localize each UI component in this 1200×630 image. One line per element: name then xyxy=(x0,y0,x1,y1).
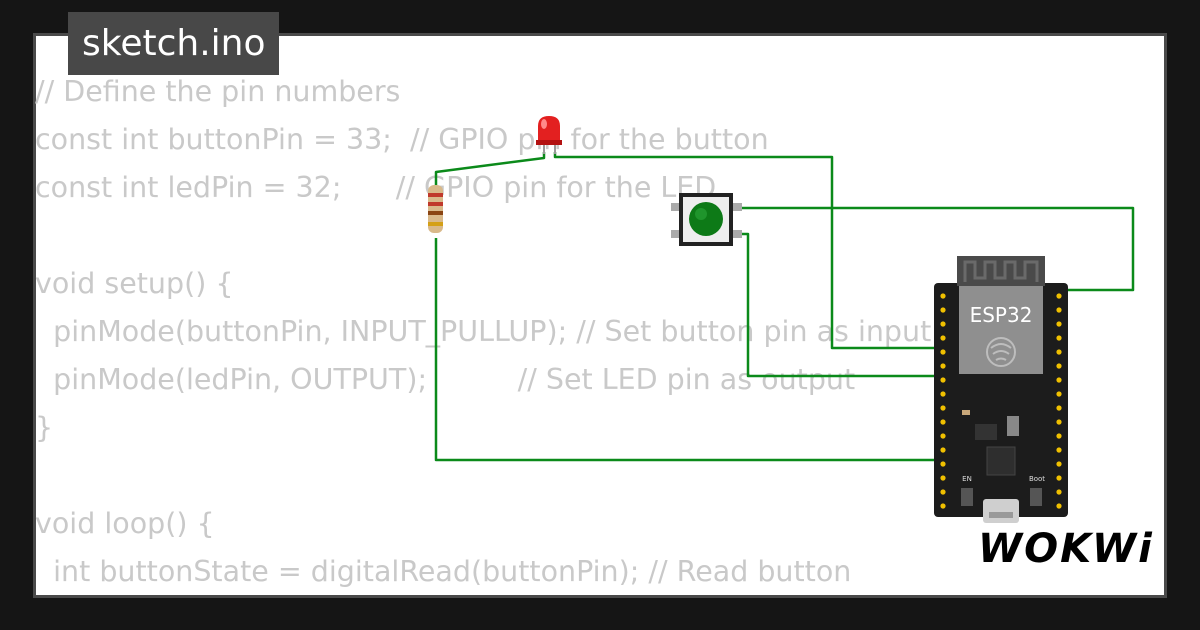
file-tab-title[interactable]: sketch.ino xyxy=(68,12,280,75)
wire-resistor-gpio xyxy=(434,238,945,462)
right-pin-header xyxy=(1056,293,1062,509)
wire-led-anode xyxy=(553,152,945,350)
wifi-logo-icon xyxy=(990,343,1012,361)
resistor-icon[interactable] xyxy=(428,185,443,233)
code-line: } xyxy=(35,411,54,444)
wires xyxy=(434,152,1135,462)
code-line: void loop() { xyxy=(35,507,215,540)
esp32-board-icon[interactable]: ESP32 EN Boot xyxy=(934,256,1068,523)
wire-led-cathode xyxy=(434,152,546,185)
en-label: EN xyxy=(962,475,972,483)
code-line: int buttonState = digitalRead(buttonPin)… xyxy=(35,555,852,588)
code-line: pinMode(ledPin, OUTPUT); // Set LED pin … xyxy=(35,363,856,396)
board-label: ESP32 xyxy=(970,303,1033,327)
code-line: void setup() { xyxy=(35,267,234,300)
pushbutton-icon[interactable] xyxy=(671,193,742,246)
left-pin-header xyxy=(940,293,946,509)
wire-button-gpio xyxy=(742,232,945,378)
boot-label: Boot xyxy=(1029,475,1045,483)
wokwi-logo: WOKWi xyxy=(978,526,1154,572)
code-line: pinMode(buttonPin, INPUT_PULLUP); // Set… xyxy=(35,315,1018,348)
led-icon[interactable] xyxy=(536,116,562,154)
code-line: // Define the pin numbers xyxy=(35,75,401,108)
wire-button-gnd xyxy=(742,206,1135,292)
